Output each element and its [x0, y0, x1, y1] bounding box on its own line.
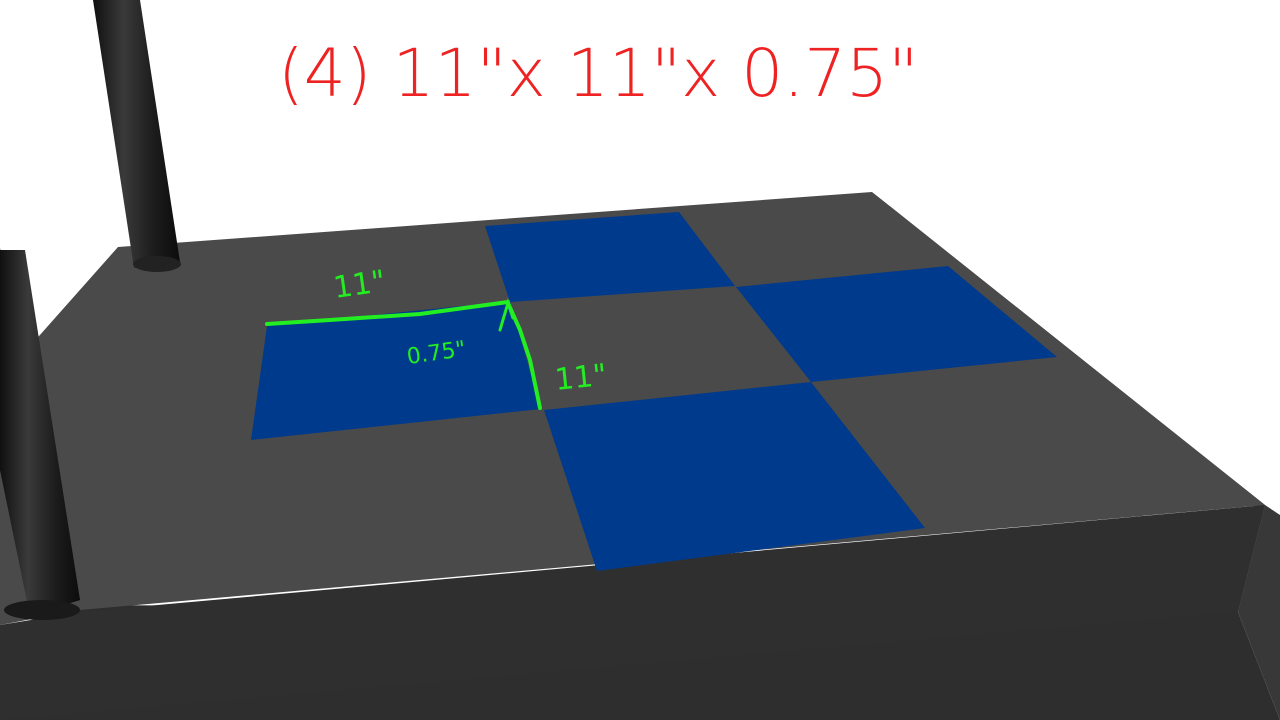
label-width: 11" [331, 264, 387, 306]
label-depth: 11" [553, 358, 608, 398]
tile-3 [736, 266, 1057, 382]
platform-front-edge [0, 505, 1265, 720]
pole-front-base [4, 600, 80, 620]
dimension-line-thickness [498, 298, 515, 332]
tile-1 [251, 301, 541, 440]
dimension-line-width [265, 300, 510, 326]
tile-2 [485, 212, 735, 302]
pole-back-base [133, 256, 181, 272]
note-dimensions: (4) 11"x 11"x 0.75" [278, 35, 919, 112]
platform-right-face [1238, 505, 1280, 720]
pole-back [93, 0, 180, 268]
pole-front [0, 250, 80, 612]
tile-4 [544, 382, 925, 571]
pole-front-body [0, 248, 80, 616]
